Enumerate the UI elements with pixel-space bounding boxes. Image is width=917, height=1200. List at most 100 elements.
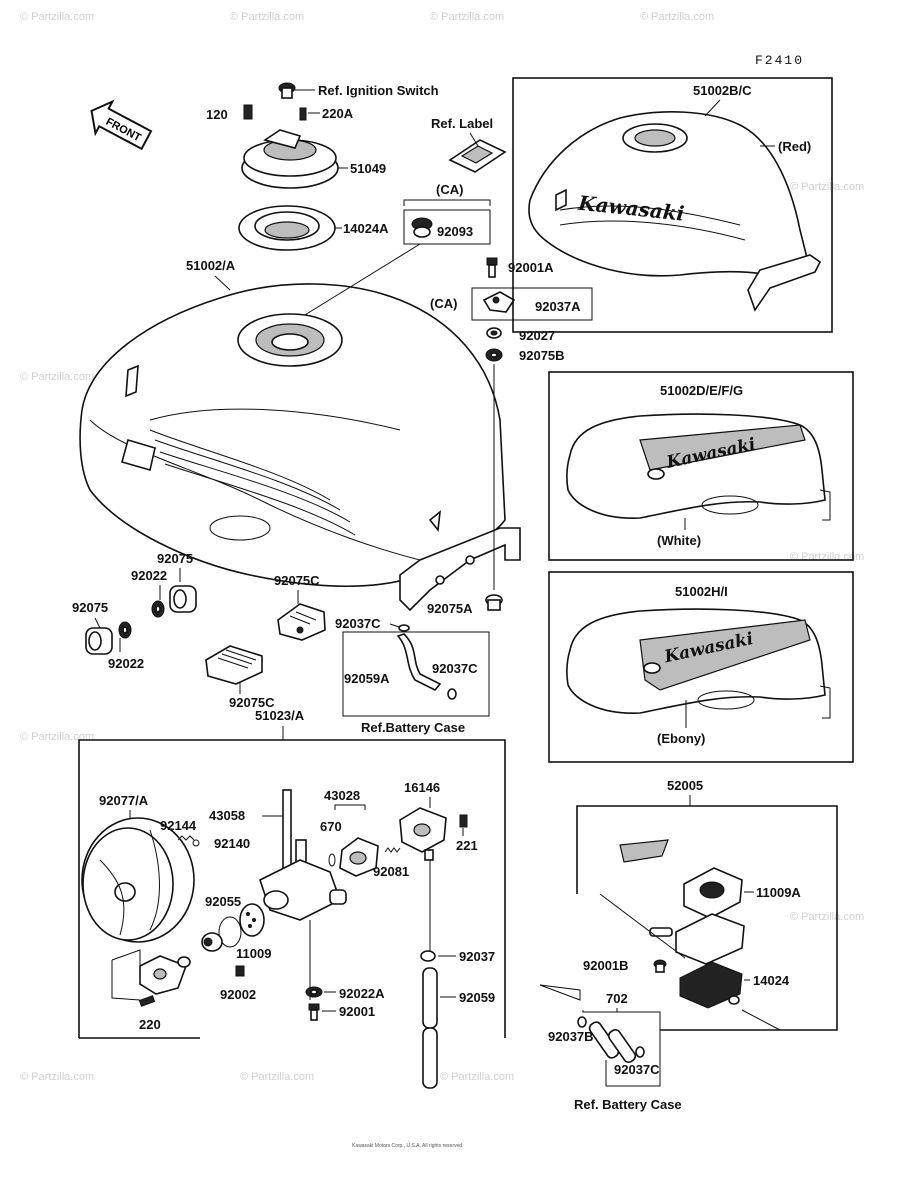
label-ca-top: (CA) xyxy=(436,182,463,197)
label-92059: 92059 xyxy=(459,990,495,1005)
valve-11009a-icon xyxy=(683,867,743,919)
oring-92140-icon xyxy=(192,839,200,847)
filter-11009-icon xyxy=(239,903,265,937)
watermark: © Partzilla.com xyxy=(230,11,304,23)
oring-670-icon xyxy=(328,853,336,867)
watermark: © Partzilla.com xyxy=(790,181,864,193)
label-92075b: 92075B xyxy=(519,348,565,363)
label-14024a: 14024A xyxy=(343,221,389,236)
fuel-tap-cover-icon xyxy=(81,817,195,943)
washer-92022a-icon xyxy=(305,986,323,998)
washer-92022-left-icon xyxy=(118,621,132,639)
label-51002bc: 51002B/C xyxy=(693,83,752,98)
watermark-layer: © Partzilla.com © Partzilla.com © Partzi… xyxy=(20,11,864,1083)
label-92059a: 92059A xyxy=(344,671,390,686)
label-14024: 14024 xyxy=(753,973,790,988)
label-702: 702 xyxy=(606,991,628,1006)
front-arrow-icon: FRONT xyxy=(90,99,153,151)
label-221: 221 xyxy=(456,838,478,853)
variant-box-ebony xyxy=(548,571,854,763)
label-51002defg: 51002D/E/F/G xyxy=(660,383,743,398)
bolt-92001-icon xyxy=(308,1003,320,1021)
screw-92002-icon xyxy=(235,965,245,977)
label-92075c-bottom: 92075C xyxy=(229,695,275,710)
label-ebony: (Ebony) xyxy=(657,731,705,746)
valve-knob-icon xyxy=(201,932,223,952)
label-51049: 51049 xyxy=(350,161,386,176)
tank-variant-red-icon: Kawasaki xyxy=(528,111,822,312)
cap-gasket-icon xyxy=(238,205,342,251)
label-92001b: 92001B xyxy=(583,958,629,973)
ca-box-92093 xyxy=(403,209,491,245)
label-220: 220 xyxy=(139,1017,161,1032)
hose-92059-icon xyxy=(422,967,438,1089)
label-11009a: 11009A xyxy=(756,885,801,900)
watermark: © Partzilla.com xyxy=(430,11,504,23)
label-92002: 92002 xyxy=(220,987,256,1002)
clamp-92037a-icon xyxy=(482,291,516,313)
label-92022-top: 92022 xyxy=(131,568,167,583)
hose-702-icon xyxy=(588,1021,637,1064)
brand-text-red: Kawasaki xyxy=(576,191,685,226)
label-ref-label: Ref. Label xyxy=(431,116,493,131)
ignition-switch-bolt-icon xyxy=(278,82,315,99)
fuel-tap-assembly-box xyxy=(78,739,506,1038)
watermark: © Partzilla.com xyxy=(20,1071,94,1083)
grommet-92075b-icon xyxy=(485,348,503,362)
figure-code: F2410 xyxy=(755,53,804,68)
fuel-cap-icon xyxy=(241,129,348,189)
variant-box-white xyxy=(548,371,854,561)
tank-variant-white-icon: Kawasaki xyxy=(566,413,831,521)
label-11009: 11009 xyxy=(236,946,271,961)
label-92081: 92081 xyxy=(373,864,409,879)
screw-120-icon xyxy=(243,104,253,120)
label-ca-mid: (CA) xyxy=(430,296,457,311)
label-43028: 43028 xyxy=(324,788,360,803)
label-92077a: 92077/A xyxy=(99,793,149,808)
pad-52005-icon xyxy=(619,839,669,863)
label-92075-left: 92075 xyxy=(72,600,108,615)
label-92075a: 92075A xyxy=(427,601,473,616)
label-92027: 92027 xyxy=(519,328,555,343)
battery-case-ref-box xyxy=(582,1010,661,1087)
fuel-tap-body-icon xyxy=(259,789,347,1000)
cover-14024-icon xyxy=(679,961,743,1009)
hose-92059a-icon xyxy=(396,624,457,700)
damper-92075-left-icon xyxy=(85,627,113,655)
lever-plate-icon xyxy=(139,955,191,995)
variant-box-red xyxy=(512,77,833,333)
label-92022-left: 92022 xyxy=(108,656,144,671)
diaphragm-43028-icon xyxy=(339,837,379,877)
bolt-92001a-icon xyxy=(486,257,498,278)
label-ref-ignition-switch: Ref. Ignition Switch xyxy=(318,83,439,98)
label-92075-top: 92075 xyxy=(157,551,193,566)
battery-case-hose-box xyxy=(342,631,490,717)
tank-variant-ebony-icon: Kawasaki xyxy=(566,608,831,719)
label-92075c-top: 92075C xyxy=(274,573,320,588)
label-red: (Red) xyxy=(778,139,811,154)
oring-92055-icon xyxy=(218,916,242,948)
screw-220-icon xyxy=(138,995,156,1007)
watermark: © Partzilla.com xyxy=(790,911,864,923)
bracket-92075c-top-icon xyxy=(277,603,326,641)
grommet-92093-icon xyxy=(411,217,433,238)
washer-92022-top-icon xyxy=(151,600,165,618)
label-51023a: 51023/A xyxy=(255,708,305,723)
spring-92081-icon xyxy=(384,847,401,853)
label-92093: 92093 xyxy=(437,224,473,239)
label-92140: 92140 xyxy=(214,836,250,851)
label-43058: 43058 xyxy=(209,808,245,823)
label-white: (White) xyxy=(657,533,701,548)
label-92037c-c: 92037C xyxy=(614,1062,660,1077)
screw-221-icon xyxy=(459,814,468,828)
clamp-92037-icon xyxy=(420,950,436,962)
sub-assembly-box-52005 xyxy=(576,805,838,1031)
label-92037: 92037 xyxy=(459,949,495,964)
label-51002a: 51002/A xyxy=(186,258,236,273)
screw-220a-icon xyxy=(299,107,320,121)
label-220a: 220A xyxy=(322,106,354,121)
grommet-92075a-icon xyxy=(485,594,503,611)
collar-92027-icon xyxy=(486,327,502,339)
bolt-92001b-icon xyxy=(653,959,667,973)
